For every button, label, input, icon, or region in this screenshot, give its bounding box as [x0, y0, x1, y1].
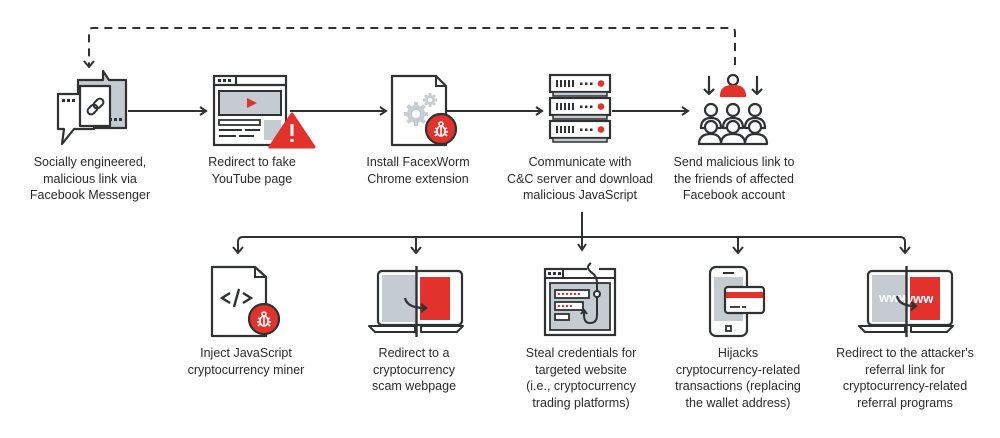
fishing-hook-icon	[580, 262, 601, 325]
www-text-left: www	[878, 290, 910, 305]
bug-icon	[434, 121, 448, 137]
label-line: Hijacks	[717, 346, 759, 360]
person-row	[697, 102, 769, 146]
label-line: malicious JavaScript	[523, 188, 637, 202]
label-line: Send malicious link to	[673, 155, 795, 169]
label-line: Socially engineered,	[33, 155, 147, 169]
label-line: Facebook account	[682, 188, 786, 202]
label-line: referral programs	[857, 395, 953, 410]
step-label-miner: Inject JavaScript cryptocurrency miner	[188, 345, 305, 378]
label-line: referral link for	[865, 362, 945, 377]
chat-link-icon	[56, 69, 128, 146]
label-line: cryptocurrency-related	[842, 379, 968, 393]
label-line: cryptocurrency miner	[187, 362, 305, 377]
label-line: the friends of affected	[674, 171, 794, 186]
phone-card-icon	[708, 265, 766, 338]
label-line: Communicate with	[528, 155, 632, 169]
fake-video-page-warning-icon	[212, 74, 316, 149]
step-label-hijack-transactions: Hijacks cryptocurrency-related transaction…	[675, 345, 801, 411]
step-label-send-friends: Send malicious link to the friends of aff…	[674, 154, 795, 204]
label-line: C&C server and download	[507, 171, 653, 186]
label-line: Chrome extension	[367, 171, 469, 186]
label-line: cryptocurrency	[373, 362, 455, 377]
arrow-down-icon	[751, 76, 763, 96]
bug-icon	[257, 311, 271, 327]
step-label-scam-page: Redirect to a cryptocurrency scam webpage	[372, 345, 456, 395]
gear-icon	[404, 93, 437, 126]
label-line: Steal credentials for	[525, 346, 637, 360]
label-line: transactions (replacing	[675, 379, 801, 393]
phishing-hook-form-icon	[543, 262, 617, 337]
label-line: Inject JavaScript	[200, 346, 292, 360]
label-line: cryptocurrency-related	[675, 362, 801, 377]
code-brackets-icon	[219, 288, 254, 308]
redirect-arrow-icon	[403, 297, 428, 313]
step-label-steal-credentials: Steal credentials for targeted website (i.…	[526, 345, 636, 411]
friends-group-icon	[697, 73, 769, 146]
label-line: Redirect to the attacker's	[836, 346, 974, 360]
server-stack-icon	[548, 73, 612, 143]
infected-user-icon	[719, 73, 747, 98]
branch-connectors	[232, 212, 911, 255]
label-line: trading platforms)	[532, 395, 630, 410]
label-line: (i.e., cryptocurrency	[526, 379, 636, 393]
redirect-arrow-icon	[895, 295, 918, 311]
extension-file-bug-icon	[390, 74, 458, 147]
dashed-loop-connector	[83, 27, 736, 69]
label-line: Install FacexWorm	[366, 155, 470, 169]
label-line: Facebook Messenger	[29, 188, 151, 202]
label-line: scam webpage	[371, 379, 457, 393]
label-line: Redirect to fake	[208, 155, 296, 169]
label-line: the wallet address)	[685, 395, 791, 410]
step-label-referral-redirect: Redirect to the attacker's referral link …	[836, 345, 974, 411]
laptop-redirect-icon	[368, 266, 464, 337]
www-text-right: www	[902, 291, 934, 306]
label-line: YouTube page	[211, 171, 293, 186]
label-line: targeted website	[535, 362, 627, 377]
laptop-www-redirect-icon: www www	[858, 266, 954, 337]
code-file-bug-icon	[210, 265, 281, 338]
label-line: malicious link via	[43, 171, 137, 186]
label-line: Redirect to a	[378, 346, 450, 360]
arrow-down-icon	[703, 76, 715, 96]
